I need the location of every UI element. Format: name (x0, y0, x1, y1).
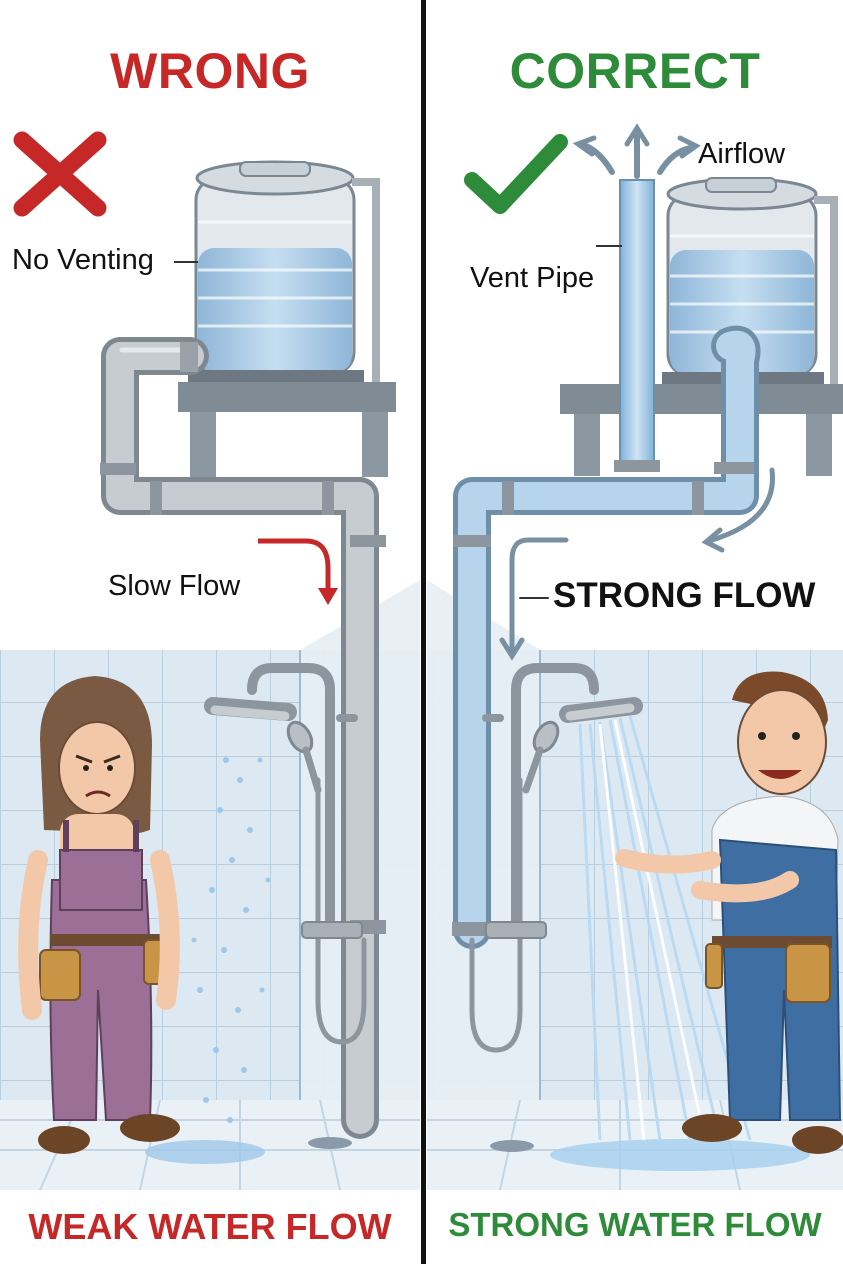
weak-water-flow-footer: WEAK WATER FLOW (28, 1206, 392, 1247)
no-venting-label: No Venting (12, 244, 154, 276)
panel-divider (421, 0, 426, 1264)
tank-stand (178, 382, 396, 477)
cross-icon (13, 131, 107, 217)
water-tank (188, 160, 364, 382)
correct-heading: CORRECT (509, 43, 761, 99)
frustrated-worker (18, 676, 180, 1154)
water-tank (662, 177, 838, 384)
airflow-arrows (572, 123, 701, 179)
weak-water-drops (191, 757, 271, 1123)
strong-flow-label: STRONG FLOW (553, 576, 816, 615)
happy-worker (615, 671, 843, 1154)
slow-flow-arrow (258, 538, 338, 605)
left-shower-fixture (204, 663, 367, 1045)
slow-flow-label: Slow Flow (108, 570, 241, 602)
airflow-label: Airflow (698, 138, 786, 170)
floor-drain (490, 1140, 534, 1152)
check-icon (464, 134, 568, 214)
strong-water-flow-footer: STRONG WATER FLOW (448, 1206, 822, 1243)
floor-drain (308, 1137, 352, 1149)
overflow-pipe (352, 178, 380, 382)
vent-pipe-label: Vent Pipe (470, 262, 595, 294)
right-shower-fixture (469, 663, 643, 1053)
water-puddle (145, 1140, 265, 1164)
vent-pipe (614, 179, 660, 472)
water-puddle (550, 1139, 810, 1171)
right-plumbing (452, 325, 761, 949)
wrong-heading: WRONG (110, 43, 310, 99)
tank-stand (560, 384, 843, 476)
strong-flow-arrows (499, 467, 775, 661)
left-plumbing (100, 337, 386, 1139)
